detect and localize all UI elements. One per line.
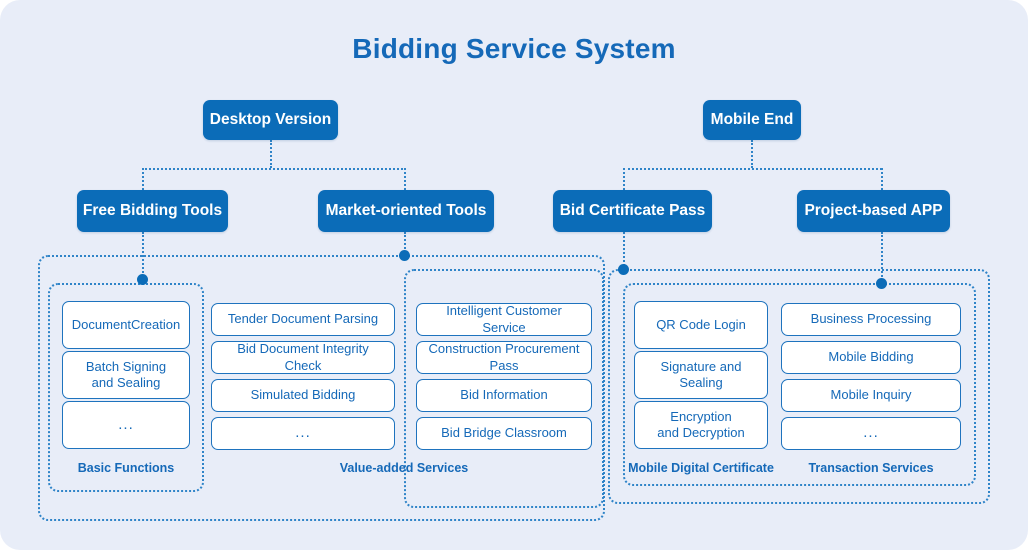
leaf-label: Mobile Inquiry	[830, 387, 912, 403]
group-caption-value-added-services: Value-added Services	[339, 461, 469, 475]
leaf-label: Intelligent Customer Service	[446, 303, 562, 335]
connector-bid-certificate-down	[623, 168, 625, 190]
leaf-label: Tender Document Parsing	[227, 311, 379, 327]
leaf-label: ...	[118, 415, 134, 433]
leaf-label: Bid Information	[460, 387, 548, 403]
junction-dot-mobile-certificate	[618, 264, 629, 275]
list-item[interactable]: Encryption and Decryption	[634, 401, 768, 449]
node-desktop-version-label: Desktop Version	[209, 111, 332, 128]
node-market-oriented-tools-label: Market-oriented Tools	[325, 202, 487, 219]
connector-free-bidding-to-group	[142, 232, 144, 280]
connector-free-bidding-down	[142, 168, 144, 190]
mobile-outer-container	[608, 269, 990, 504]
group-basic-functions	[48, 283, 204, 492]
node-mobile-end[interactable]: Mobile End	[703, 100, 801, 140]
leaf-label: Bid Document Integrity Check	[237, 341, 369, 373]
node-mobile-end-label: Mobile End	[710, 111, 794, 128]
leaf-label: ...	[295, 424, 311, 442]
leaf-label: Business Processing	[810, 311, 932, 327]
leaf-label: DocumentCreation	[71, 316, 181, 332]
group-caption-mobile-digital-certificate: Mobile Digital Certificate	[628, 461, 774, 475]
list-item[interactable]: QR Code Login	[634, 301, 768, 349]
node-project-based-app-label: Project-based APP	[804, 202, 943, 219]
connector-project-app-to-group	[881, 232, 883, 284]
connector-desktop-stem	[270, 140, 272, 168]
list-item[interactable]: DocumentCreation	[62, 301, 190, 349]
page-title: Bidding Service System	[352, 33, 676, 64]
leaf-label-line2: and Decryption	[657, 425, 745, 440]
leaf-label: Simulated Bidding	[250, 387, 356, 403]
connector-project-app-down	[881, 168, 883, 190]
junction-dot-value-added	[399, 250, 410, 261]
list-item[interactable]: Simulated Bidding	[211, 379, 395, 412]
leaf-label-line2: and Sealing	[91, 375, 161, 390]
group-caption-transaction-services: Transaction Services	[808, 461, 934, 475]
list-item[interactable]: ...	[62, 401, 190, 449]
leaf-label: Bid Bridge Classroom	[441, 425, 567, 441]
connector-bid-certificate-to-group	[623, 232, 625, 270]
node-desktop-version[interactable]: Desktop Version	[203, 100, 338, 140]
list-item[interactable]: Bid Information	[416, 379, 592, 412]
leaf-label: Encryption and Decryption	[657, 409, 744, 442]
list-item[interactable]: Mobile Bidding	[781, 341, 961, 374]
junction-dot-basic-functions	[137, 274, 148, 285]
connector-market-oriented-down	[404, 168, 406, 190]
leaf-label-line1: Encryption	[670, 408, 732, 424]
leaf-label: Mobile Bidding	[828, 349, 914, 365]
list-item[interactable]: Bid Document Integrity Check	[211, 341, 395, 374]
junction-dot-transaction-services	[876, 278, 887, 289]
leaf-label: Construction Procurement Pass	[428, 341, 580, 373]
group-value-added-services	[404, 269, 604, 508]
group-mobile-services	[623, 283, 976, 486]
node-free-bidding-tools-label: Free Bidding Tools	[82, 202, 223, 219]
node-bid-certificate-pass[interactable]: Bid Certificate Pass	[553, 190, 712, 232]
list-item[interactable]: Construction Procurement Pass	[416, 341, 592, 374]
list-item[interactable]: Tender Document Parsing	[211, 303, 395, 336]
list-item[interactable]: Batch Signing and Sealing	[62, 351, 190, 399]
leaf-label: QR Code Login	[656, 316, 746, 332]
list-item[interactable]: ...	[781, 417, 961, 450]
connector-market-oriented-to-group	[404, 232, 406, 256]
leaf-label-line1: Batch Signing	[85, 358, 167, 374]
group-caption-basic-functions: Basic Functions	[77, 461, 175, 475]
list-item[interactable]: Mobile Inquiry	[781, 379, 961, 412]
list-item[interactable]: Signature and Sealing	[634, 351, 768, 399]
desktop-outer-container	[38, 255, 605, 521]
connector-mobile-stem	[751, 140, 753, 168]
connector-mobile-bus	[623, 168, 882, 170]
node-market-oriented-tools[interactable]: Market-oriented Tools	[318, 190, 494, 232]
list-item[interactable]: ...	[211, 417, 395, 450]
leaf-label: Signature and Sealing	[660, 358, 742, 390]
connector-desktop-bus	[142, 168, 406, 170]
node-project-based-app[interactable]: Project-based APP	[797, 190, 950, 232]
leaf-label: ...	[863, 424, 879, 442]
list-item[interactable]: Intelligent Customer Service	[416, 303, 592, 336]
leaf-label: Batch Signing and Sealing	[86, 359, 166, 392]
list-item[interactable]: Business Processing	[781, 303, 961, 336]
node-bid-certificate-pass-label: Bid Certificate Pass	[559, 202, 706, 219]
list-item[interactable]: Bid Bridge Classroom	[416, 417, 592, 450]
node-free-bidding-tools[interactable]: Free Bidding Tools	[77, 190, 228, 232]
